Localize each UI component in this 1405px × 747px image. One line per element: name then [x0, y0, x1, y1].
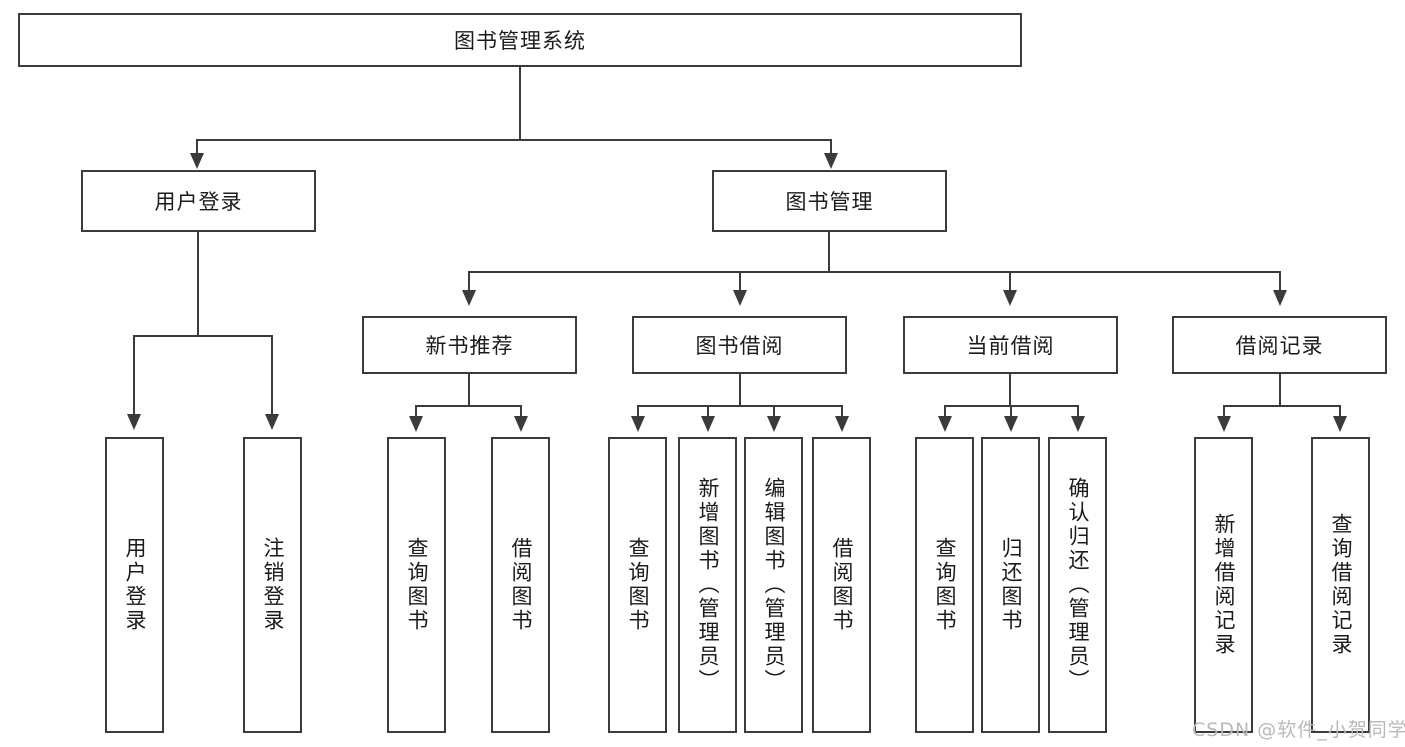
leaf-current-borrow-confirm-return[interactable]: 确认归还（管理员）	[1048, 437, 1107, 733]
node-user-login[interactable]: 用户登录	[81, 170, 316, 232]
arrow-root-to-user-login	[190, 153, 204, 169]
leaf-book-borrow-borrow[interactable]: 借阅图书	[812, 437, 871, 733]
node-label: 新书推荐	[425, 334, 514, 358]
edge-user-login-to-leaf-1	[271, 335, 273, 417]
leaf-current-borrow-return[interactable]: 归还图书	[981, 437, 1040, 733]
edge-borrow-record-to-leaf-1	[1339, 405, 1341, 419]
leaf-label: 注销登录	[261, 537, 285, 633]
edge-book-mgmt-stem	[828, 232, 830, 272]
node-label: 借阅记录	[1235, 334, 1324, 358]
arrow-book-borrow-to-leaf-1	[701, 416, 715, 432]
edge-new-book-bar	[415, 405, 522, 407]
edge-new-book-to-leaf-1	[520, 405, 522, 419]
arrow-new-book-to-leaf-1	[514, 416, 528, 432]
edge-book-borrow-to-leaf-1	[707, 405, 709, 419]
edge-new-book-stem	[468, 374, 470, 406]
edge-root-stem	[519, 67, 521, 140]
leaf-borrow-record-query[interactable]: 查询借阅记录	[1311, 437, 1370, 733]
node-book-borrow[interactable]: 图书借阅	[632, 316, 847, 374]
edge-book-borrow-to-leaf-3	[841, 405, 843, 419]
edge-user-login-bar	[133, 335, 273, 337]
leaf-label: 查询借阅记录	[1329, 513, 1353, 657]
edge-book-mgmt-bar	[468, 271, 1281, 273]
arrow-current-borrow-to-leaf-1	[1004, 416, 1018, 432]
leaf-label: 编辑图书（管理员）	[762, 477, 786, 693]
node-root-system[interactable]: 图书管理系统	[18, 13, 1022, 67]
edge-book-mgmt-to-l3-3	[1279, 271, 1281, 293]
leaf-new-book-borrow[interactable]: 借阅图书	[491, 437, 550, 733]
edge-current-borrow-to-leaf-1	[1010, 405, 1012, 419]
edge-current-borrow-to-leaf-0	[944, 405, 946, 419]
node-label: 图书管理系统	[454, 29, 586, 53]
edge-book-mgmt-to-l3-1	[739, 271, 741, 293]
edge-user-login-stem	[197, 232, 199, 336]
edge-borrow-record-stem	[1279, 374, 1281, 406]
leaf-borrow-record-add[interactable]: 新增借阅记录	[1194, 437, 1253, 733]
arrow-root-to-book-mgmt	[824, 153, 838, 169]
leaf-label: 借阅图书	[509, 537, 533, 633]
leaf-label: 确认归还（管理员）	[1066, 477, 1090, 693]
arrow-new-book-to-leaf-0	[409, 416, 423, 432]
leaf-book-borrow-add[interactable]: 新增图书（管理员）	[678, 437, 737, 733]
node-borrow-record[interactable]: 借阅记录	[1172, 316, 1387, 374]
edge-book-borrow-bar	[637, 405, 842, 407]
leaf-user-login-logout[interactable]: 注销登录	[243, 437, 302, 733]
edge-current-borrow-to-leaf-2	[1077, 405, 1079, 419]
arrow-book-borrow-to-leaf-2	[767, 416, 781, 432]
edge-book-borrow-to-leaf-0	[637, 405, 639, 419]
edge-book-borrow-to-leaf-2	[773, 405, 775, 419]
leaf-user-login-login[interactable]: 用户登录	[105, 437, 164, 733]
node-label: 图书管理	[785, 190, 874, 214]
arrow-borrow-record-to-leaf-0	[1217, 416, 1231, 432]
leaf-label: 归还图书	[999, 537, 1023, 633]
node-label: 当前借阅	[966, 334, 1055, 358]
arrow-borrow-record-to-leaf-1	[1333, 416, 1347, 432]
leaf-label: 借阅图书	[830, 537, 854, 633]
leaf-label: 查询图书	[933, 537, 957, 633]
arrow-user-login-to-leaf-1	[265, 414, 279, 430]
arrow-book-mgmt-to-l3-0	[462, 290, 476, 306]
arrow-book-mgmt-to-l3-3	[1273, 290, 1287, 306]
edge-user-login-to-leaf-0	[133, 335, 135, 417]
leaf-label: 查询图书	[626, 537, 650, 633]
node-new-book-recommend[interactable]: 新书推荐	[362, 316, 577, 374]
node-label: 用户登录	[154, 190, 243, 214]
leaf-label: 新增图书（管理员）	[696, 477, 720, 693]
edge-book-mgmt-to-l3-2	[1009, 271, 1011, 293]
arrow-current-borrow-to-leaf-2	[1071, 416, 1085, 432]
arrow-book-mgmt-to-l3-2	[1003, 290, 1017, 306]
leaf-label: 新增借阅记录	[1212, 513, 1236, 657]
node-label: 图书借阅	[695, 334, 784, 358]
edge-new-book-to-leaf-0	[415, 405, 417, 419]
edge-borrow-record-bar	[1223, 405, 1341, 407]
edge-borrow-record-to-leaf-0	[1223, 405, 1225, 419]
edge-current-borrow-stem	[1009, 374, 1011, 406]
leaf-new-book-query[interactable]: 查询图书	[387, 437, 446, 733]
edge-root-bar	[196, 139, 832, 141]
leaf-current-borrow-query[interactable]: 查询图书	[915, 437, 974, 733]
leaf-label: 查询图书	[405, 537, 429, 633]
csdn-watermark: CSDN @软件_小贺同学	[1192, 719, 1405, 741]
leaf-book-borrow-edit[interactable]: 编辑图书（管理员）	[744, 437, 803, 733]
edge-book-borrow-stem	[739, 374, 741, 406]
arrow-user-login-to-leaf-0	[127, 414, 141, 430]
arrow-book-borrow-to-leaf-3	[835, 416, 849, 432]
edge-book-mgmt-to-l3-0	[468, 271, 470, 293]
leaf-book-borrow-query[interactable]: 查询图书	[608, 437, 667, 733]
edge-root-to-user-login	[196, 139, 198, 157]
arrow-book-mgmt-to-l3-1	[733, 290, 747, 306]
node-current-borrow[interactable]: 当前借阅	[903, 316, 1118, 374]
edge-root-to-book-mgmt	[830, 139, 832, 157]
arrow-current-borrow-to-leaf-0	[938, 416, 952, 432]
node-book-management[interactable]: 图书管理	[712, 170, 947, 232]
leaf-label: 用户登录	[123, 537, 147, 633]
arrow-book-borrow-to-leaf-0	[631, 416, 645, 432]
